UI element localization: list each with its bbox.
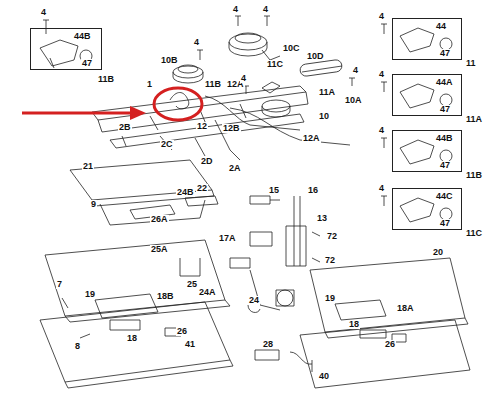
callout-number: 11A bbox=[465, 115, 483, 124]
callout-number: 2D bbox=[200, 157, 214, 166]
callout-number: 18A bbox=[396, 304, 415, 313]
callout-number: 44 bbox=[435, 22, 447, 31]
callout-number: 44A bbox=[435, 78, 454, 87]
callout-number: 11B bbox=[204, 80, 222, 89]
callout-number: 10D bbox=[306, 52, 325, 61]
callout-number: 19 bbox=[84, 290, 96, 299]
callout-number: 4 bbox=[232, 5, 239, 14]
callout-number: 47 bbox=[439, 105, 451, 114]
callout-number: 11A bbox=[318, 88, 336, 97]
callout-number: 4 bbox=[378, 184, 385, 193]
callout-number: 25A bbox=[150, 245, 169, 254]
callout-number: 11C bbox=[465, 229, 483, 238]
callout-number: 41 bbox=[184, 340, 196, 349]
callout-number: 4 bbox=[240, 74, 247, 83]
callout-number: 26 bbox=[384, 340, 396, 349]
callout-number: 12B bbox=[222, 124, 241, 133]
callout-number: 72 bbox=[324, 256, 336, 265]
callout-number: 24B bbox=[176, 188, 195, 197]
callout-number: 12A bbox=[302, 134, 321, 143]
callout-number: 24A bbox=[198, 288, 217, 297]
callout-number: 26 bbox=[176, 327, 188, 336]
inset-box: 44C4711C bbox=[392, 188, 462, 230]
callout-number: 18 bbox=[348, 320, 360, 329]
inset-box: 44B4711B bbox=[30, 28, 102, 70]
callout-number: 47 bbox=[439, 219, 451, 228]
callout-number: 11B bbox=[97, 75, 115, 84]
callout-number: 4 bbox=[378, 126, 385, 135]
callout-number: 44B bbox=[73, 32, 92, 41]
callout-number: 44B bbox=[435, 134, 454, 143]
callout-number: 4 bbox=[193, 38, 200, 47]
callout-number: 10A bbox=[344, 96, 363, 105]
callout-number: 47 bbox=[81, 59, 93, 68]
callout-number: 26A bbox=[150, 215, 169, 224]
callout-number: 25 bbox=[186, 280, 198, 289]
callout-number: 10C bbox=[282, 44, 301, 53]
inset-box: 44A4711A bbox=[392, 74, 462, 116]
callout-number: 2B bbox=[118, 123, 132, 132]
callout-number: 13 bbox=[316, 214, 328, 223]
callout-number: 21 bbox=[82, 162, 94, 171]
callout-number: 11 bbox=[465, 59, 477, 68]
callout-number: 9 bbox=[90, 200, 97, 209]
callout-number: 18 bbox=[126, 334, 138, 343]
callout-number: 11B bbox=[465, 171, 483, 180]
callout-number: 8 bbox=[74, 342, 81, 351]
callout-number: 22 bbox=[196, 184, 208, 193]
callout-number: 4 bbox=[378, 12, 385, 21]
callout-number: 2C bbox=[160, 140, 174, 149]
callout-number: 4 bbox=[378, 70, 385, 79]
inset-box: 444711 bbox=[392, 18, 462, 60]
callout-number: 20 bbox=[432, 248, 444, 257]
callout-number: 10B bbox=[160, 56, 179, 65]
callout-number: 10 bbox=[318, 112, 330, 121]
callout-number: 15 bbox=[268, 186, 280, 195]
callout-number: 18B bbox=[156, 292, 175, 301]
callout-number: 40 bbox=[318, 372, 330, 381]
callout-number: 11C bbox=[266, 60, 284, 69]
callout-number: 17A bbox=[218, 234, 237, 243]
callout-number: 7 bbox=[56, 280, 63, 289]
callout-number: 44C bbox=[435, 192, 454, 201]
callout-number: 24 bbox=[248, 296, 260, 305]
callout-number: 4 bbox=[352, 66, 359, 75]
callout-number: 1 bbox=[146, 80, 153, 89]
callout-number: 72 bbox=[326, 232, 338, 241]
callout-number: 47 bbox=[439, 161, 451, 170]
inset-box: 44B4711B bbox=[392, 130, 462, 172]
callout-number: 19 bbox=[324, 294, 336, 303]
callout-number: 2A bbox=[228, 164, 242, 173]
callout-number: 16 bbox=[307, 186, 319, 195]
callout-number: 12 bbox=[196, 122, 208, 131]
callout-number: 28 bbox=[262, 340, 274, 349]
callout-number: 47 bbox=[439, 49, 451, 58]
callout-number: 4 bbox=[262, 5, 269, 14]
callout-number: 4 bbox=[40, 8, 47, 17]
